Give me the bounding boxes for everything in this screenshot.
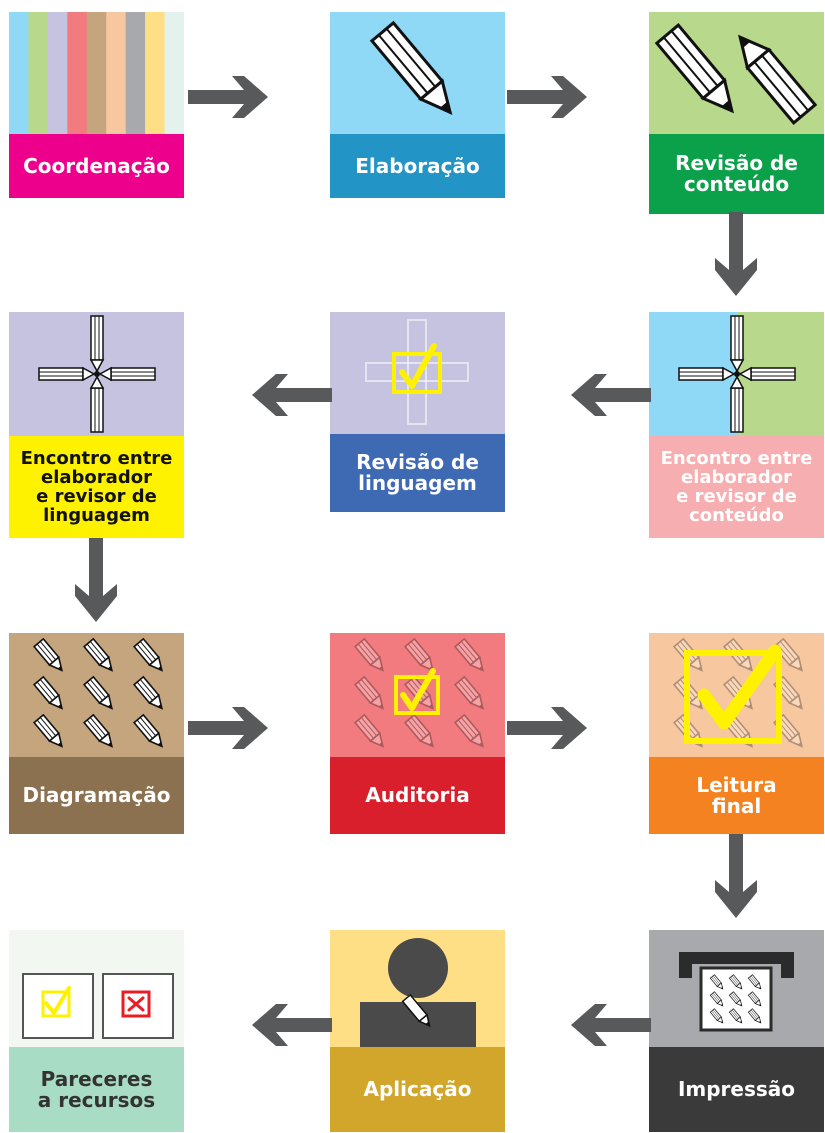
step-impressao: Impressão — [649, 930, 824, 1132]
arrow-left-icon — [252, 374, 332, 416]
step-revisao-linguagem: Revisão de linguagem — [330, 312, 505, 512]
arrow-down-icon — [75, 538, 117, 622]
step-auditoria-label: Auditoria — [330, 757, 505, 834]
arrow-right-icon — [507, 76, 587, 118]
step-revisao-conteudo-label: Revisão de conteúdo — [649, 134, 824, 214]
step-aplicacao: Aplicação — [330, 930, 505, 1132]
color-stripe — [9, 12, 29, 134]
step-aplicacao-label: Aplicação — [330, 1047, 505, 1132]
arrow-right-icon — [188, 76, 268, 118]
color-stripe — [145, 12, 166, 134]
step-auditoria-art — [330, 633, 505, 757]
pencil-grid-icon — [32, 637, 164, 748]
checkbox-icon — [353, 637, 485, 748]
step-diagramacao: Diagramação — [9, 633, 184, 834]
color-stripe — [125, 12, 146, 134]
step-pareceres-label: Pareceres a recursos — [9, 1047, 184, 1132]
step-encontro-linguagem-label: Encontro entre elaborador e revisor de l… — [9, 436, 184, 538]
step-encontro-conteudo-label: Encontro entre elaborador e revisor de c… — [649, 436, 824, 538]
step-impressao-label: Impressão — [649, 1047, 824, 1132]
pencil-icon — [369, 20, 453, 115]
step-revisao-linguagem-art — [330, 312, 505, 434]
step-encontro-conteudo-art — [649, 312, 824, 436]
arrow-left-icon — [571, 374, 651, 416]
step-leitura-final-label: Leitura final — [649, 757, 824, 834]
person-icon — [360, 938, 476, 1047]
step-pareceres: Pareceres a recursos — [9, 930, 184, 1132]
check-and-cross-icon — [22, 973, 174, 1039]
four-pencils-cross-icon — [38, 315, 156, 433]
step-leitura-final-art — [649, 633, 824, 757]
large-checkbox-icon — [672, 637, 804, 748]
step-revisao-conteudo-art — [649, 12, 824, 134]
arrow-left-icon — [571, 1004, 651, 1046]
step-impressao-art — [649, 930, 824, 1047]
arrow-down-icon — [715, 834, 757, 918]
step-pareceres-art — [9, 930, 184, 1047]
step-aplicacao-art — [330, 930, 505, 1047]
color-stripe — [106, 12, 127, 134]
color-stripes-icon — [9, 12, 184, 134]
arrow-right-icon — [188, 707, 268, 749]
color-stripe — [28, 12, 49, 134]
step-auditoria: Auditoria — [330, 633, 505, 834]
step-revisao-conteudo: Revisão de conteúdo — [649, 12, 824, 214]
step-encontro-linguagem: Encontro entre elaborador e revisor de l… — [9, 312, 184, 538]
step-elaboracao-label: Elaboração — [330, 134, 505, 198]
color-stripe — [86, 12, 107, 134]
step-leitura-final: Leitura final — [649, 633, 824, 834]
step-diagramacao-art — [9, 633, 184, 757]
step-coordenacao-art — [9, 12, 184, 134]
color-stripe — [164, 12, 184, 134]
step-elaboracao-art — [330, 12, 505, 134]
step-coordenacao: Coordenação — [9, 12, 184, 198]
step-encontro-conteudo: Encontro entre elaborador e revisor de c… — [649, 312, 824, 538]
color-stripe — [67, 12, 88, 134]
step-revisao-linguagem-label: Revisão de linguagem — [330, 434, 505, 512]
arrow-down-icon — [715, 212, 757, 296]
arrow-right-icon — [507, 707, 587, 749]
color-stripe — [47, 12, 68, 134]
step-coordenacao-label: Coordenação — [9, 134, 184, 198]
step-elaboracao: Elaboração — [330, 12, 505, 198]
printer-icon — [679, 952, 794, 1032]
two-pencils-icon — [654, 23, 818, 125]
four-pencils-cross-icon — [649, 312, 824, 436]
checkbox-icon — [365, 319, 469, 425]
step-encontro-linguagem-art — [9, 312, 184, 436]
step-diagramacao-label: Diagramação — [9, 757, 184, 834]
arrow-left-icon — [252, 1004, 332, 1046]
